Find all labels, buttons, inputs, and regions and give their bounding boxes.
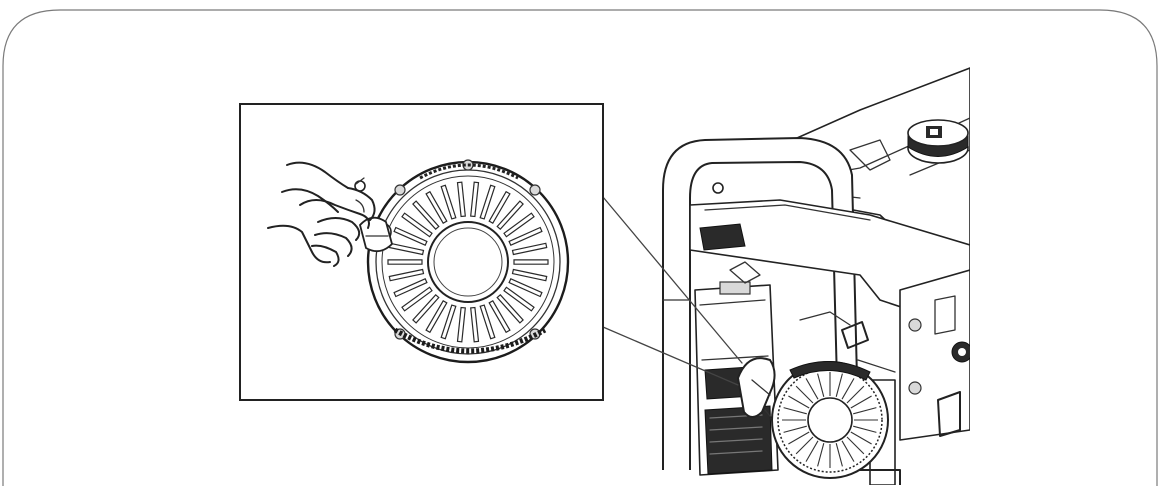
cover-fin-slot <box>456 181 466 218</box>
fan-fin <box>841 440 855 462</box>
cover-fin-slot <box>503 212 535 238</box>
fan-fin <box>795 385 814 404</box>
cover-fin-slot <box>496 200 524 231</box>
fan-fin <box>805 378 819 400</box>
fan-fin <box>835 373 843 397</box>
fan-fin <box>817 443 825 467</box>
cover-fin-slot <box>479 184 496 220</box>
cover-fin-slot <box>440 184 457 220</box>
fan-fin <box>795 436 814 455</box>
cover-fin-slot <box>488 190 511 225</box>
generator-body <box>662 67 970 485</box>
zoom-connector-upper <box>602 196 743 364</box>
cover-fin-slot <box>412 200 440 231</box>
cover-fin-slot <box>401 286 433 312</box>
cover-fin-slot <box>388 268 425 282</box>
cover-fin-slot <box>401 212 433 238</box>
cover-fin-slot <box>393 278 428 298</box>
fan-fin <box>850 431 872 445</box>
fan-fin <box>853 407 877 415</box>
recoil-starter-cover <box>366 159 570 364</box>
cover-fin-slot <box>470 306 480 343</box>
card-border <box>2 9 1158 486</box>
cover-fin-slot <box>425 299 448 334</box>
fan-fin <box>817 373 825 397</box>
fan-fin <box>850 395 872 409</box>
fan-fin <box>846 436 865 455</box>
engine-fan-cover <box>771 361 889 479</box>
fan-fin <box>788 395 810 409</box>
fan-fin <box>805 440 819 462</box>
cover-fin-slot <box>508 226 543 246</box>
cover-fin-slot <box>513 259 549 265</box>
cover-fin-slot <box>393 226 428 246</box>
fuel-cap <box>907 119 969 164</box>
cover-fin-slot <box>511 268 548 282</box>
cover-fin-slot <box>425 190 448 225</box>
fan-fin <box>846 385 865 404</box>
cover-fin-slot <box>456 306 466 343</box>
detail-inset <box>239 103 604 401</box>
cover-fin-slot <box>387 259 423 265</box>
fan-fin <box>788 431 810 445</box>
starter-handle-on-generator <box>736 357 791 441</box>
cover-fin-slot <box>508 278 543 298</box>
cover-fin-slot <box>440 304 457 340</box>
cover-fin-slot <box>503 286 535 312</box>
fan-fin <box>783 407 807 415</box>
hand-pulling-starter <box>267 161 376 267</box>
cover-fin-slot <box>470 181 480 218</box>
fan-fin <box>853 425 877 433</box>
cover-fin-slot <box>479 304 496 340</box>
fan-fin <box>835 443 843 467</box>
cover-fin-slot <box>412 293 440 324</box>
zoom-connector-lower <box>602 326 739 386</box>
fan-fin <box>841 378 855 400</box>
cover-fin-slot <box>496 293 524 324</box>
cover-fin-slot <box>511 242 548 256</box>
fan-fin <box>783 425 807 433</box>
cover-fin-slot <box>488 299 511 334</box>
